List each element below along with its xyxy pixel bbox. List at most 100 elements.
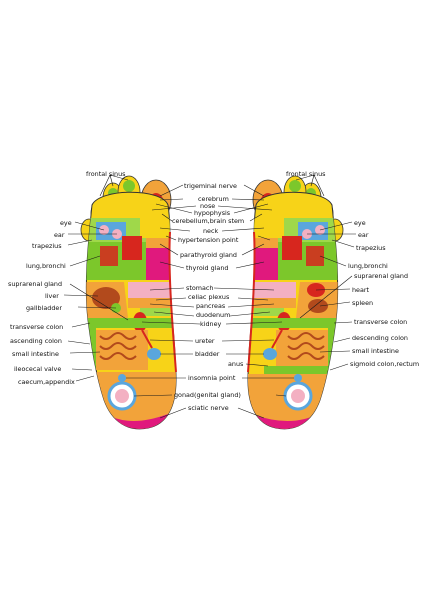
label-frontal-sinus-left: frontal sinus — [86, 170, 126, 178]
leader-nose-left — [151, 205, 197, 211]
leader-thyroid-left — [159, 261, 185, 269]
label-ureter: ureter — [195, 337, 215, 345]
left-zone-neck — [140, 218, 176, 238]
leader-neck-right — [221, 227, 265, 232]
leader-eye-left — [74, 221, 105, 231]
label-caecum-appendix-left: caecum,appendix — [18, 378, 75, 386]
right-spine-edge — [247, 231, 256, 373]
right-zone-pancreas — [250, 298, 296, 308]
label-stomach: stomach — [186, 284, 213, 292]
label-suprarenal-gland-right: suprarenal gland — [354, 272, 408, 280]
labels: frontal sinus eye ear trapezius lung,bro… — [8, 170, 419, 412]
right-zone-lung-red-2 — [306, 246, 324, 266]
right-foot — [247, 175, 344, 430]
leader-neck-left — [159, 227, 191, 232]
leader-lines — [63, 174, 356, 419]
leader-sciatic-right — [237, 407, 265, 419]
label-ileocecal-valve-left: ileocecal valve — [14, 365, 61, 373]
right-zone-transverse-colon — [248, 318, 338, 328]
left-zone-lung-red-2 — [100, 246, 118, 266]
label-ascending-colon-left: ascending colon — [10, 337, 62, 345]
leader-parathyroid-right — [241, 243, 265, 256]
right-sole-zones — [248, 218, 338, 429]
leader-suprarenal-right — [299, 275, 353, 319]
leader-hypophysis-left — [155, 203, 193, 214]
leader-ureter-left — [149, 339, 194, 342]
leader-thyroid-right — [235, 261, 265, 269]
label-small-intestine-left: small intestine — [12, 350, 59, 358]
leader-eye-right — [319, 221, 353, 231]
leader-hypertension-left — [165, 235, 177, 241]
leader-suprarenal-left — [69, 283, 129, 321]
right-zone-insomnia — [294, 374, 302, 382]
leader-hypertension-right — [257, 235, 271, 241]
label-hypophysis: hypophysis — [194, 209, 231, 217]
label-bladder: bladder — [195, 350, 220, 358]
leader-sigmoid-right — [329, 363, 349, 371]
left-zone-insomnia — [118, 374, 126, 382]
label-anus: anus — [228, 360, 244, 368]
leader-trigeminal-right — [243, 184, 265, 197]
label-frontal-sinus-right: frontal sinus — [286, 170, 326, 178]
label-celiac-plexus: celiac plexus — [188, 293, 230, 301]
left-zone-parathyroid — [146, 238, 174, 248]
leader-caecum-left — [75, 375, 95, 382]
leader-trigeminal-left — [159, 184, 184, 197]
label-cerebrum: cerebrum — [198, 195, 229, 203]
leader-heart-right — [315, 288, 351, 291]
leader-liver-left — [63, 294, 99, 297]
leader-cerebrum-left — [159, 198, 184, 201]
left-toe-second-tip — [123, 180, 135, 192]
right-zone-bladder — [263, 348, 277, 360]
leader-celiac-right — [237, 297, 269, 301]
label-trigeminal-nerve: trigeminal nerve — [184, 182, 237, 190]
label-heart: heart — [352, 286, 370, 294]
label-spleen: spleen — [352, 299, 373, 307]
leader-small-intestine-left — [69, 351, 101, 354]
leader-pancreas-left — [149, 303, 195, 308]
label-kidney: kidney — [200, 320, 222, 328]
right-zone-parathyroid — [250, 238, 278, 248]
right-zone-sigmoid — [264, 366, 334, 374]
label-small-intestine-right: small intestine — [352, 347, 399, 355]
right-zone-ureter — [271, 329, 283, 349]
leader-spleen-right — [319, 301, 351, 307]
leader-stomach-right — [213, 287, 275, 291]
left-zone-small-intestine — [96, 330, 148, 370]
left-sole-zones — [86, 218, 176, 429]
label-lung-bronchi-left: lung,bronchi — [26, 262, 66, 270]
label-gonad: gonad(genital gland) — [174, 391, 241, 399]
label-sciatic-nerve: sciatic nerve — [188, 404, 229, 412]
leader-ascending-colon-left — [67, 340, 91, 345]
leader-frontal-sinus-left — [99, 174, 129, 197]
leader-anus-right — [245, 363, 269, 367]
left-zone-lung-red-1 — [122, 236, 142, 260]
right-zone-small-intestine — [276, 330, 328, 370]
label-descending-colon: descending colon — [352, 334, 408, 342]
label-neck: neck — [203, 227, 218, 235]
label-trapezius-right: trapezius — [356, 244, 386, 252]
label-liver-left: liver — [45, 292, 59, 300]
leader-pancreas-right — [227, 303, 275, 308]
leader-celiac-left — [155, 297, 187, 301]
leader-stomach-left — [149, 287, 185, 291]
label-ear-right: ear — [358, 231, 369, 239]
label-duodenum: duodenum — [196, 311, 230, 319]
leader-descending-colon-right — [333, 337, 351, 343]
label-lung-bronchi-right: lung,bronchi — [348, 262, 388, 270]
leader-gonad-right — [275, 394, 287, 397]
leader-sciatic-left — [159, 407, 187, 419]
leader-kidney-left — [141, 321, 201, 325]
label-eye-left: eye — [60, 219, 72, 227]
leader-trapezius-right — [331, 239, 355, 248]
leader-ureter-right — [221, 339, 275, 342]
leader-parathyroid-left — [159, 243, 179, 256]
leader-gallbladder-left — [77, 306, 117, 309]
label-eye-right: eye — [354, 219, 366, 227]
label-trapezius-left: trapezius — [32, 242, 62, 250]
leader-trapezius-left — [67, 239, 93, 246]
left-spine-edge — [168, 231, 177, 373]
label-thyroid-gland: thyroid gland — [186, 264, 228, 272]
